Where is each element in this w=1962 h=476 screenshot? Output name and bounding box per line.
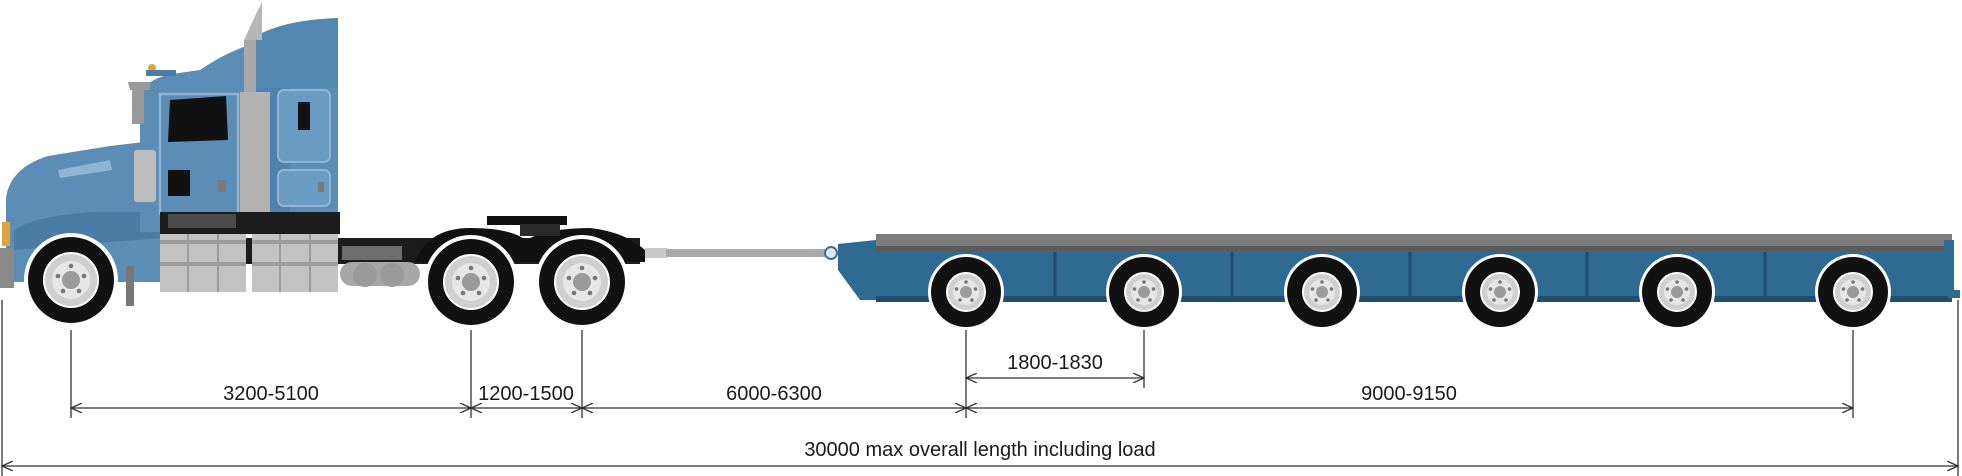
trailer-wheel-4 <box>1461 253 1539 331</box>
trailer-wheel-1 <box>927 253 1005 331</box>
trailer-wheel-6 <box>1814 253 1892 331</box>
drive-wheel-rear <box>534 234 630 330</box>
trailer-wheel-5 <box>1638 253 1716 331</box>
dimension-label-drive-axle-spread: 1200-1500 <box>478 383 574 405</box>
headlight <box>2 222 10 246</box>
steer-wheel <box>23 232 119 328</box>
trailer-frame <box>876 250 1952 300</box>
bumper <box>0 248 14 288</box>
side-mirror <box>134 150 156 202</box>
drawbar-eye <box>824 246 838 260</box>
trailer-gooseneck <box>838 240 876 300</box>
mudflap <box>126 266 134 306</box>
trailer-deck <box>876 234 1952 246</box>
dimension-label-trailer-axle-group: 9000-9150 <box>1361 383 1457 405</box>
dimension-label-overall-length: 30000 max overall length including load <box>804 439 1155 461</box>
trailer-wheel-2 <box>1105 253 1183 331</box>
prime-mover-truck <box>0 2 645 330</box>
dimension-label-trailer-axle-spacing: 1800-1830 <box>1007 352 1103 374</box>
platform-trailer <box>838 234 1960 331</box>
air-tank <box>340 262 420 286</box>
trailer-frame-ribs <box>1053 252 1767 296</box>
drawbar <box>645 246 838 260</box>
cab-window <box>168 96 228 142</box>
drive-wheel-front <box>423 234 519 330</box>
trailer-wheel-3 <box>1283 253 1361 331</box>
fifth-wheel <box>487 216 567 225</box>
dimension-label-drawbar-length: 6000-6300 <box>726 383 822 405</box>
dimension-label-tractor-wheelbase: 3200-5100 <box>223 383 319 405</box>
dimension-annotations: 3200-5100 1200-1500 6000-6300 1800-1830 … <box>2 300 1958 476</box>
